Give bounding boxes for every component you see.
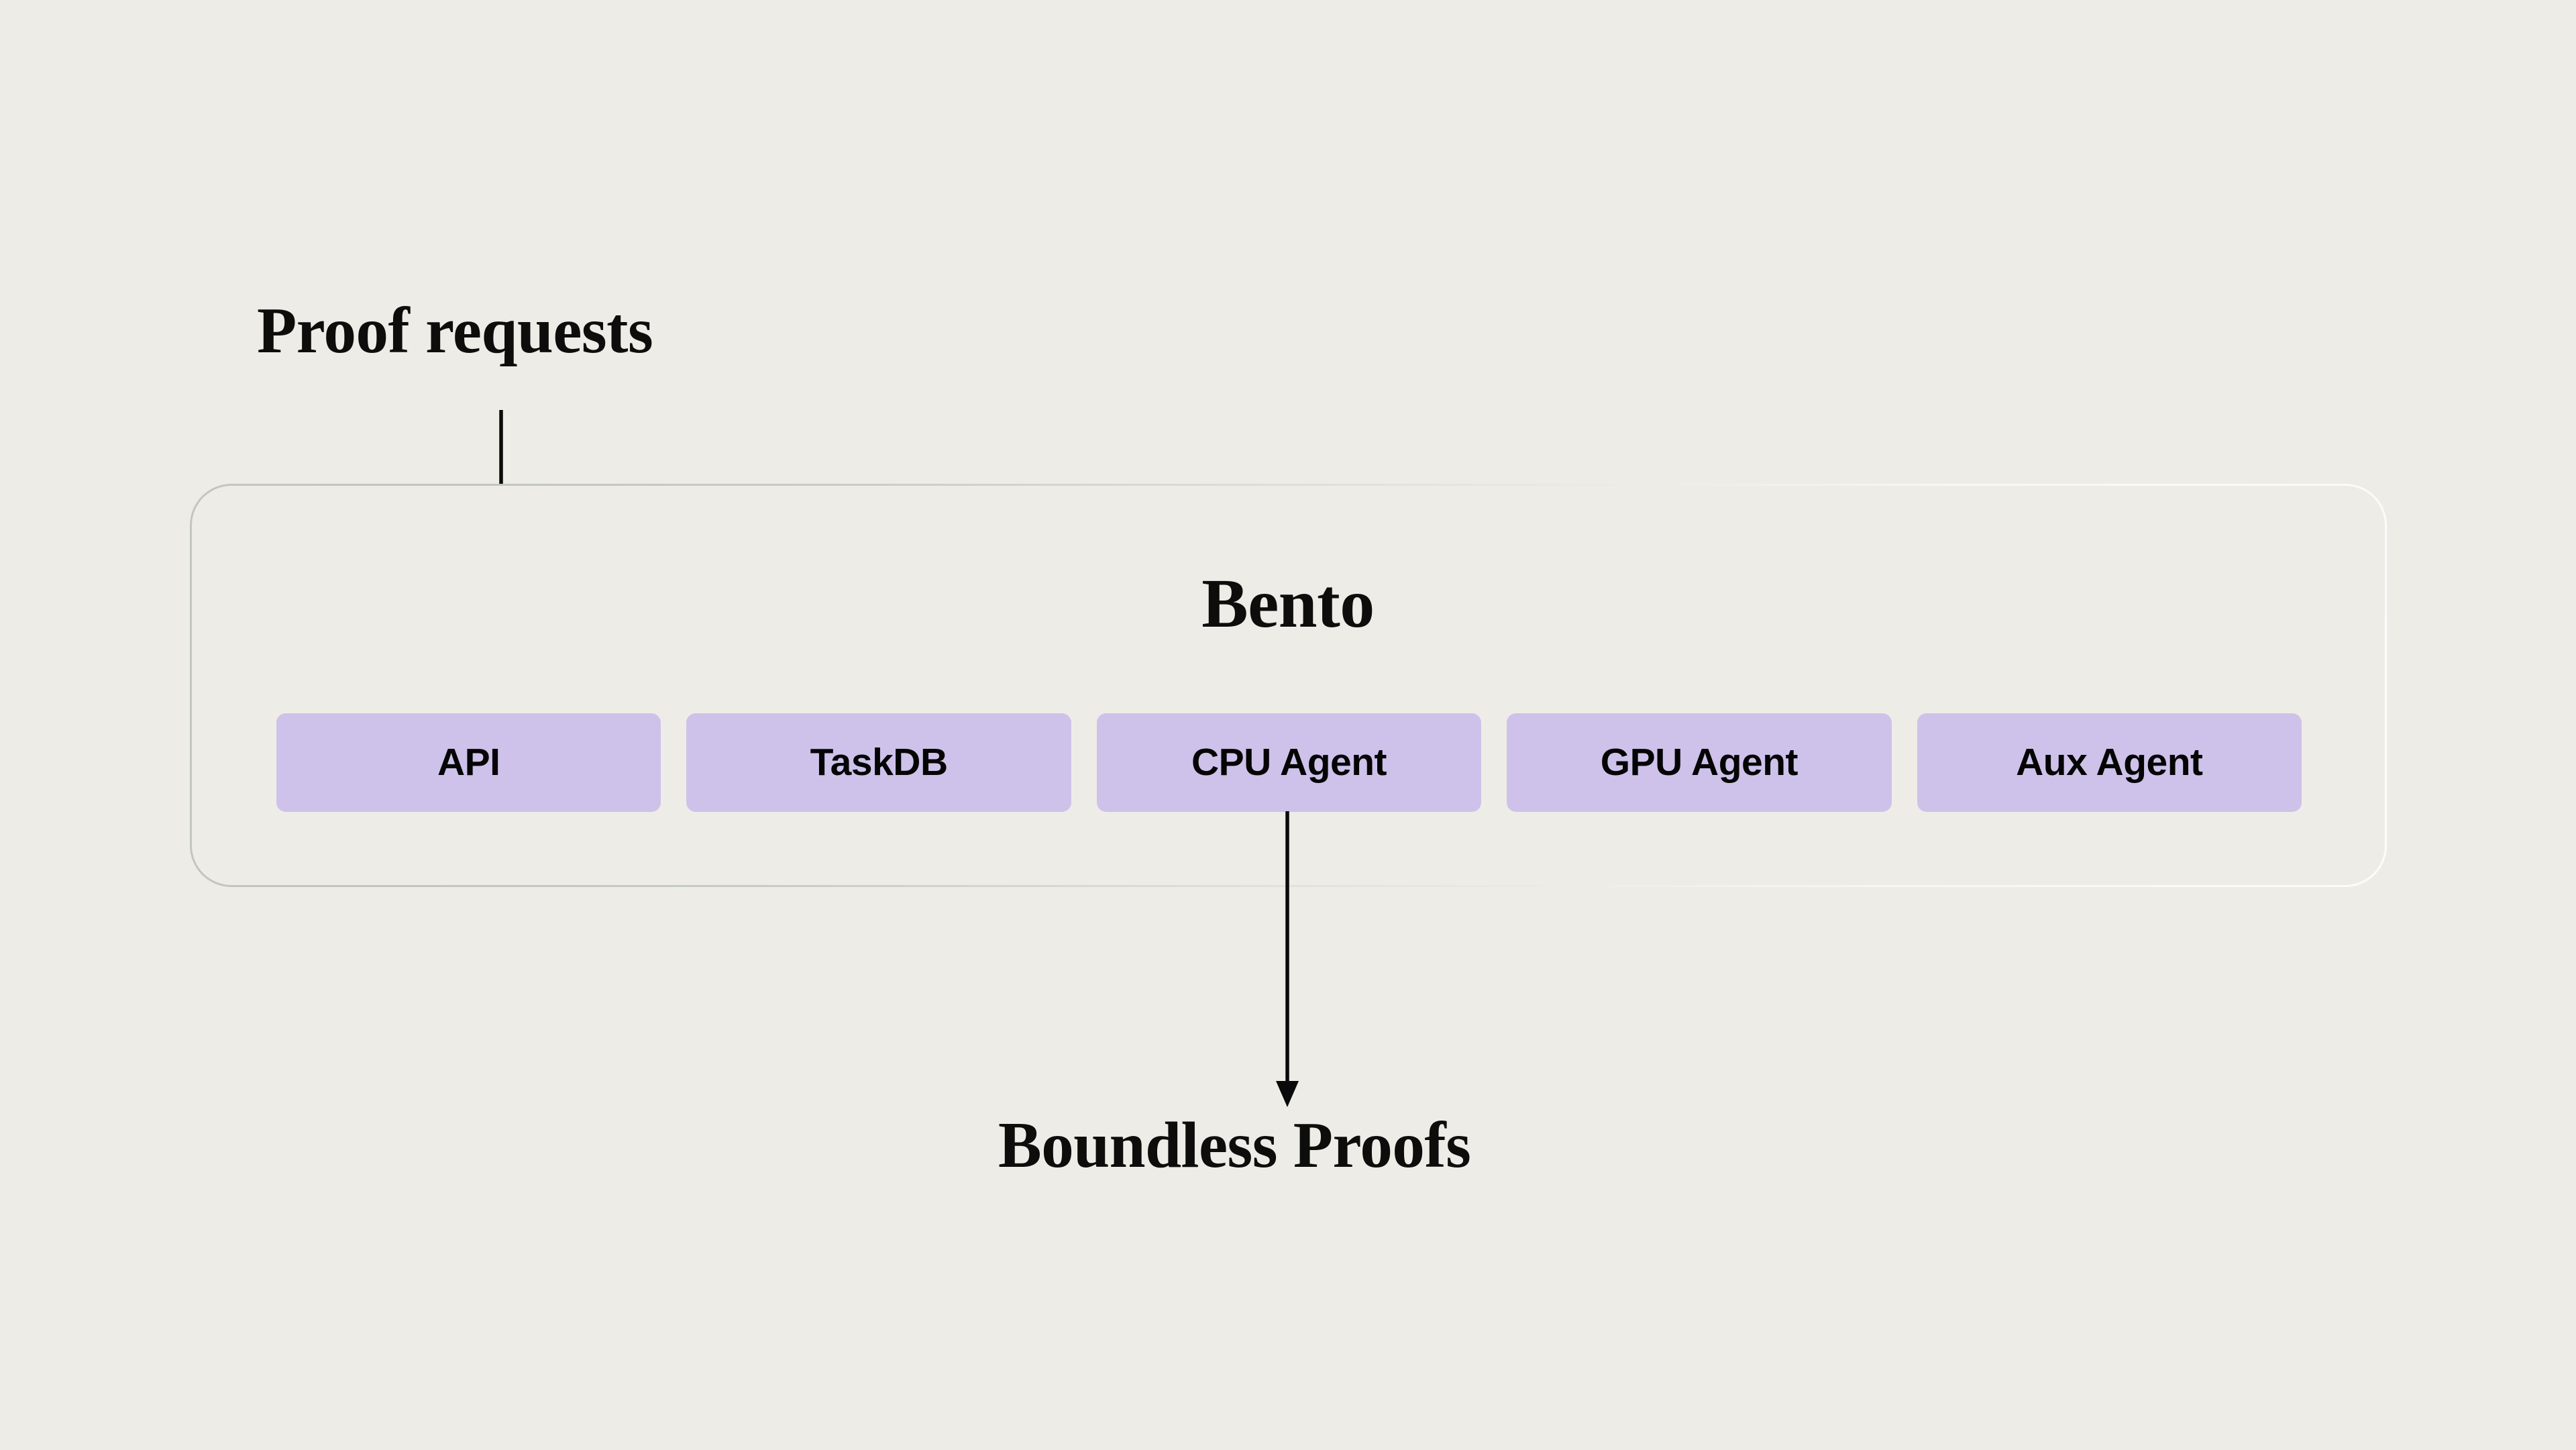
component-label: Aux Agent — [2016, 741, 2203, 784]
component-label: API — [437, 741, 500, 784]
proof-requests-label: Proof requests — [257, 295, 653, 366]
component-box-gpu-agent[interactable]: GPU Agent — [1507, 713, 1892, 812]
component-row: API TaskDB CPU Agent GPU Agent Aux Agent — [276, 713, 2302, 812]
component-box-taskdb[interactable]: TaskDB — [686, 713, 1071, 812]
component-box-api[interactable]: API — [276, 713, 661, 812]
component-label: GPU Agent — [1600, 741, 1799, 784]
component-label: CPU Agent — [1191, 741, 1387, 784]
component-box-cpu-agent[interactable]: CPU Agent — [1096, 713, 1482, 812]
boundless-proofs-label: Boundless Proofs — [998, 1109, 1471, 1181]
bento-title: Bento — [1201, 565, 1375, 642]
bento-container — [190, 484, 2387, 887]
component-label: TaskDB — [810, 741, 949, 784]
component-box-aux-agent[interactable]: Aux Agent — [1917, 713, 2302, 812]
